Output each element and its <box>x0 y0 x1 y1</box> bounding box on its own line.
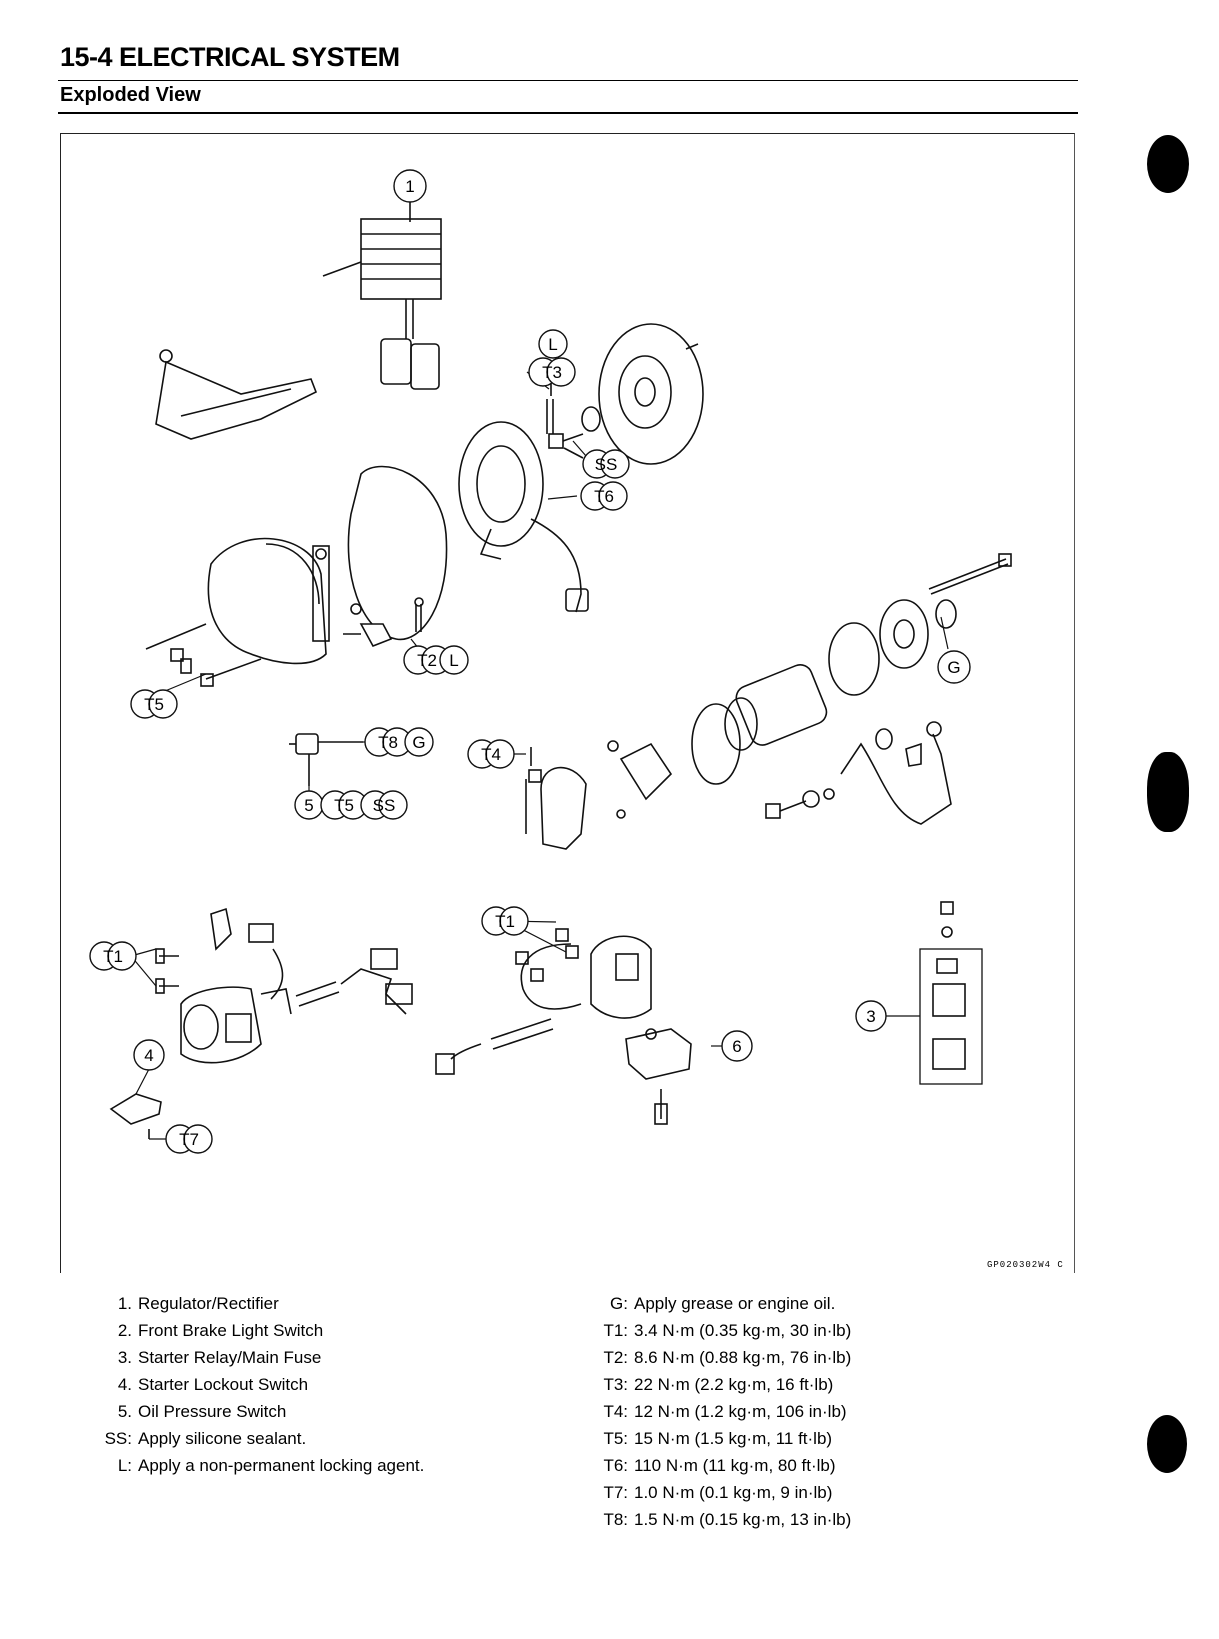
callout-g-starter: G <box>947 658 960 677</box>
callout-labels: 1 L T3 SS T6 T2 L T5 G T8 G T4 5 T5 SS T… <box>103 177 961 1149</box>
legend-row: T4:12 N·m (1.2 kg·m, 106 in·lb) <box>603 1402 847 1421</box>
right-handlebar-switch-part <box>435 928 652 1075</box>
callout-5: 5 <box>304 796 313 815</box>
callout-t8: T8 <box>378 733 398 752</box>
callout-g-oil: G <box>412 733 425 752</box>
callout-t6: T6 <box>594 487 614 506</box>
starter-brush-part <box>607 721 952 825</box>
legend-parts: 1.Regulator/Rectifier 2.Front Brake Ligh… <box>90 1290 425 1479</box>
legend-row: T2:8.6 N·m (0.88 kg·m, 76 in·lb) <box>603 1348 852 1367</box>
callout-l-top: L <box>548 335 557 354</box>
flywheel-rotor-part <box>581 323 704 465</box>
callout-t5-oil: T5 <box>334 796 354 815</box>
front-brake-light-switch-part <box>343 597 424 648</box>
left-handlebar-switch-part <box>155 907 413 1064</box>
legend-row: T3:22 N·m (2.2 kg·m, 16 ft·lb) <box>603 1375 834 1394</box>
regulator-rectifier-part <box>322 191 442 390</box>
legend-row: 4.Starter Lockout Switch <box>117 1375 309 1394</box>
legend-row: T8:1.5 N·m (0.15 kg·m, 13 in·lb) <box>603 1510 852 1529</box>
oil-pressure-switch-part <box>289 733 363 786</box>
stator-part <box>458 421 589 613</box>
diagram-drawing: 1 L T3 SS T6 T2 L T5 G T8 G T4 5 T5 SS T… <box>89 169 1012 1154</box>
starter-lockout-switch-part <box>109 1093 162 1139</box>
legend-row: 3.Starter Relay/Main Fuse <box>117 1348 322 1367</box>
callout-3: 3 <box>866 1007 875 1026</box>
legend-row: G:Apply grease or engine oil. <box>610 1294 836 1313</box>
page-title: 15-4 ELECTRICAL SYSTEM <box>60 42 400 72</box>
legend-row: 1.Regulator/Rectifier <box>117 1294 279 1313</box>
section-title: Exploded View <box>60 84 201 106</box>
legend-row: T5:15 N·m (1.5 kg·m, 11 ft·lb) <box>603 1429 833 1448</box>
starter-relay-part <box>919 901 983 1085</box>
cover-gasket-part <box>347 465 448 641</box>
legend-row: L:Apply a non-permanent locking agent. <box>117 1456 425 1475</box>
callout-t4: T4 <box>481 745 501 764</box>
stator-bolt-part <box>546 379 554 434</box>
callout-t1-right: T1 <box>495 912 515 931</box>
alternator-cover-part <box>145 537 330 687</box>
figure-code: GP020302W4 C <box>987 1260 1064 1270</box>
rotor-bolt-part <box>548 433 584 459</box>
callout-t5-cover: T5 <box>144 695 164 714</box>
relay-part <box>625 1028 692 1125</box>
legend-row: T1:3.4 N·m (0.35 kg·m, 30 in·lb) <box>603 1321 852 1340</box>
section-rule <box>58 112 1078 114</box>
wiring-bracket-part <box>155 349 318 440</box>
pickup-coil-cover-part <box>525 747 587 850</box>
title-rule <box>58 80 1078 81</box>
callout-t2: T2 <box>417 651 437 670</box>
binder-hole-bottom <box>1147 1415 1187 1473</box>
callout-t7: T7 <box>179 1130 199 1149</box>
callout-circles <box>89 169 971 1154</box>
legend-row: 2.Front Brake Light Switch <box>117 1321 324 1340</box>
legend-torques: G:Apply grease or engine oil. T1:3.4 N·m… <box>580 1290 851 1533</box>
callout-ss-oil: SS <box>373 796 396 815</box>
legend-row: 5.Oil Pressure Switch <box>117 1402 287 1421</box>
callout-4: 4 <box>144 1046 153 1065</box>
legend-row: SS:Apply silicone sealant. <box>104 1429 307 1448</box>
binder-hole-top <box>1147 135 1189 193</box>
starter-motor-part <box>691 553 1012 785</box>
callout-t3: T3 <box>542 363 562 382</box>
callout-l-t2: L <box>449 651 458 670</box>
legend-row: T7:1.0 N·m (0.1 kg·m, 9 in·lb) <box>603 1483 833 1502</box>
callout-1: 1 <box>405 177 414 196</box>
binder-hole-middle <box>1147 752 1189 832</box>
callout-t1-left: T1 <box>103 947 123 966</box>
callout-ss-stator: SS <box>595 455 618 474</box>
legend-row: T6:110 N·m (11 kg·m, 80 ft·lb) <box>603 1456 836 1475</box>
exploded-view-diagram: 1 L T3 SS T6 T2 L T5 G T8 G T4 5 T5 SS T… <box>60 133 1075 1273</box>
callout-6: 6 <box>732 1037 741 1056</box>
